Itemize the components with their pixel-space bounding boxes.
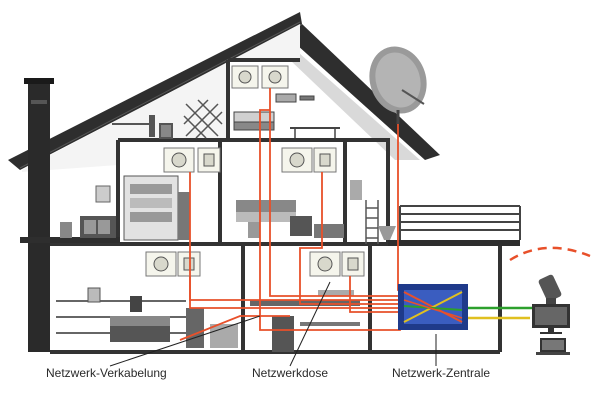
attic-lattice-window <box>183 99 223 139</box>
network-outlet-icon <box>231 65 289 89</box>
network-outlet-icon <box>281 147 337 173</box>
chimney <box>24 78 54 352</box>
satellite-dish-icon <box>369 46 427 124</box>
monitor-icon <box>532 304 570 334</box>
balcony-ladder <box>365 200 379 244</box>
attic-furniture <box>233 93 340 138</box>
laptop-icon <box>536 338 570 355</box>
label-network-cabling: Netzwerk-Verkabelung <box>46 366 167 380</box>
network-outlet-icon <box>145 251 201 277</box>
upper-right-room-furniture <box>350 180 396 240</box>
upper-left-room-furniture <box>60 175 190 241</box>
floor-slab-left <box>20 237 120 243</box>
balcony-slab <box>388 240 520 246</box>
label-network-hub: Netzwerk-Zentrale <box>392 366 491 380</box>
living-room-furniture <box>56 287 238 348</box>
upper-middle-room-furniture <box>236 200 344 238</box>
network-outlet-icon <box>309 251 365 277</box>
label-network-outlet: Netzwerkdose <box>252 366 329 380</box>
kitchen-furniture <box>250 290 360 352</box>
wifi-arc-icon <box>509 246 591 262</box>
label-pointers <box>109 281 437 367</box>
network-outlet-icon <box>163 147 221 173</box>
balcony-railing <box>399 205 521 240</box>
attic-shelf <box>112 115 173 139</box>
camera-icon <box>538 274 562 308</box>
house-roof <box>8 12 440 172</box>
network-hub-icon <box>398 284 468 330</box>
